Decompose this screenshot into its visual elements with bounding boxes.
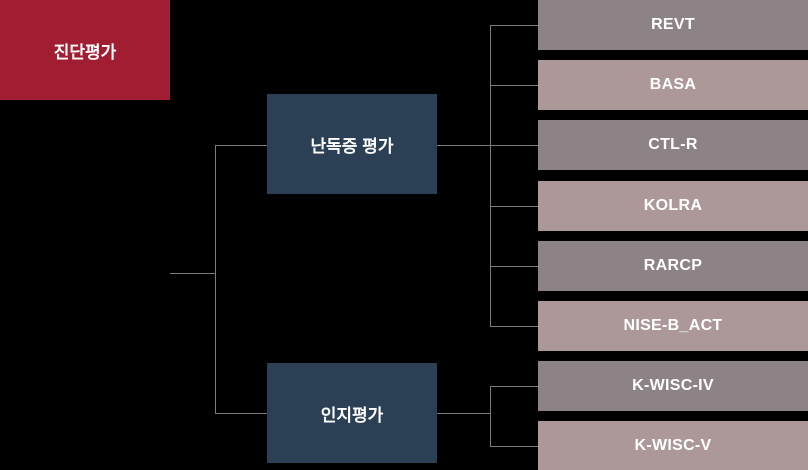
connector-line [490,386,538,387]
leaf-node-k-wisc-v: K-WISC-V [538,421,808,470]
connector-line [490,386,491,446]
connector-line [215,413,267,414]
connector-line [490,145,538,146]
node-diagnostic-evaluation: 진단평가 [0,0,170,100]
connector-line [490,25,538,26]
leaf-node-nise-b-act: NISE-B_ACT [538,301,808,351]
connector-line [490,266,538,267]
connector-line [437,413,490,414]
leaf-node-rarcp: RARCP [538,241,808,291]
connector-line [170,273,215,274]
node-dyslexia-evaluation: 난독증 평가 [267,94,437,194]
connector-line [215,145,267,146]
leaf-node-revt: REVT [538,0,808,50]
leaf-node-k-wisc-iv: K-WISC-IV [538,361,808,411]
leaf-node-ctl-r: CTL-R [538,120,808,170]
connector-line [490,446,538,447]
connector-line [490,326,538,327]
connector-line [215,145,216,413]
connector-line [490,25,491,326]
connector-line [437,145,490,146]
connector-line [490,206,538,207]
connector-line [490,85,538,86]
leaf-node-kolra: KOLRA [538,181,808,231]
leaf-node-basa: BASA [538,60,808,110]
node-cognitive-evaluation: 인지평가 [267,363,437,463]
